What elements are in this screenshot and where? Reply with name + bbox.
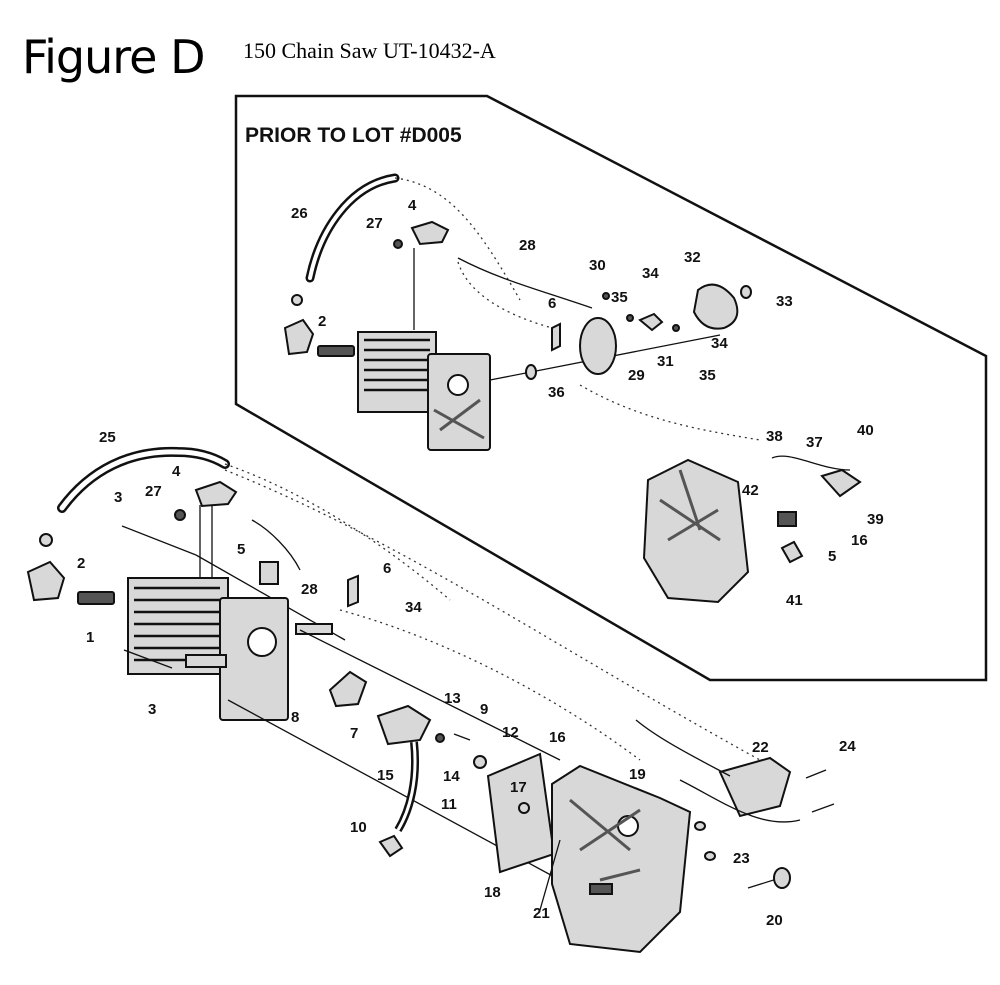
callout-label: 31 [657,353,674,370]
callout-label: 41 [786,592,803,609]
callout-label: 19 [629,766,646,783]
callout-label: 32 [684,249,701,266]
callout-label: 11 [441,796,457,813]
callout-label: 10 [350,819,367,836]
callout-label: 24 [839,738,856,755]
callout-label: 17 [510,779,527,796]
callout-label: 12 [502,724,519,741]
callout-label: 35 [611,289,628,306]
callout-label: 20 [766,912,783,929]
inset-drawing [283,173,862,604]
callout-label: 8 [291,709,299,726]
callout-label: 33 [776,293,793,310]
callout-label: 9 [480,701,488,718]
callout-label: 28 [301,581,318,598]
callout-label: 34 [642,265,659,282]
callout-label: 21 [533,905,550,922]
callout-label: 40 [857,422,874,439]
callout-label: 4 [408,197,417,214]
callout-label: 30 [589,257,606,274]
callout-label: 38 [766,428,783,445]
callout-label: 22 [752,739,769,756]
callout-label: 7 [350,725,358,742]
figure-title: Figure D [22,30,205,84]
callout-label: 27 [145,483,162,500]
main-callouts: 25 4 3 27 2 1 5 28 6 34 3 8 13 9 7 12 16… [77,429,856,929]
callout-label: 14 [443,768,460,785]
callout-label: 35 [699,367,716,384]
callout-label: 34 [711,335,728,352]
callout-label: 5 [237,541,245,558]
callout-label: 28 [519,237,536,254]
callout-label: 18 [484,884,501,901]
callout-label: 15 [377,767,394,784]
callout-label: 16 [549,729,566,746]
main-drawing [26,446,835,954]
callout-label: 39 [867,511,884,528]
callout-label: 27 [366,215,383,232]
callout-label: 42 [742,482,759,499]
figure-subtitle: 150 Chain Saw UT-10432-A [243,38,496,63]
callout-label: 1 [86,629,94,646]
callout-label: 37 [806,434,823,451]
callout-label: 6 [383,560,391,577]
callout-label: 26 [291,205,308,222]
callout-label: 6 [548,295,556,312]
callout-label: 34 [405,599,422,616]
callout-label: 25 [99,429,116,446]
callout-label: 3 [148,701,156,718]
callout-label: 5 [828,548,836,565]
callout-label: 2 [318,313,326,330]
callout-label: 4 [172,463,181,480]
callout-label: 2 [77,555,85,572]
callout-label: 3 [114,489,122,506]
callout-label: 16 [851,532,868,549]
inset-title: PRIOR TO LOT #D005 [245,124,462,147]
inset-callouts: 26 27 4 2 28 30 34 32 33 6 35 31 34 29 3… [291,197,884,609]
callout-label: 29 [628,367,645,384]
callout-label: 36 [548,384,565,401]
callout-label: 13 [444,690,461,707]
callout-label: 23 [733,850,750,867]
